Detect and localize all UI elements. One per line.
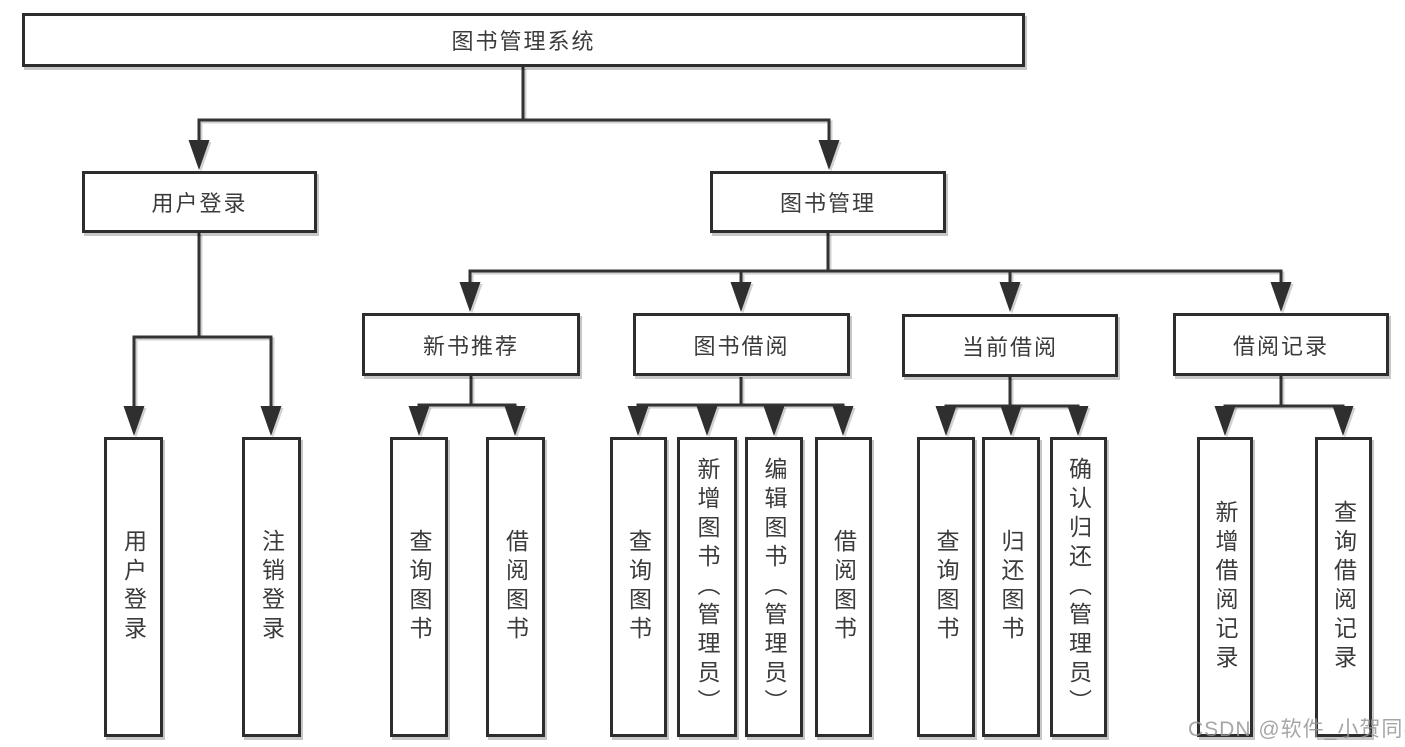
- leaf-borrowing-add-books-admin: 新增图书（管理员）: [677, 437, 737, 737]
- leaf-records-query-record: 查询借阅记录: [1315, 437, 1372, 737]
- node-current-borrowing: 当前借阅: [902, 314, 1118, 377]
- leaf-logout: 注销登录: [242, 437, 301, 737]
- leaf-newbooks-borrow-books: 借阅图书: [486, 437, 545, 737]
- arrow-icon: [627, 406, 649, 436]
- connector-user-login-to-leaves: [132, 233, 273, 412]
- node-book-management: 图书管理: [710, 171, 946, 233]
- arrow-icon: [1270, 282, 1292, 312]
- leaf-current-query-books: 查询图书: [917, 437, 975, 737]
- leaf-current-return-books: 归还图书: [982, 437, 1040, 737]
- arrow-icon: [260, 406, 282, 436]
- arrow-icon: [408, 406, 430, 436]
- node-root-system: 图书管理系统: [22, 13, 1025, 67]
- node-borrowing-records: 借阅记录: [1173, 313, 1389, 376]
- arrow-icon: [999, 282, 1021, 312]
- connector-root-to-level2: [197, 67, 831, 146]
- connector-current-borrow-to-leaves: [944, 377, 1080, 412]
- arrow-icon: [504, 406, 526, 436]
- leaf-user-login: 用户登录: [104, 437, 163, 737]
- arrow-icon: [188, 140, 210, 170]
- arrow-icon: [123, 406, 145, 436]
- connector-book-borrow-to-leaves: [636, 377, 845, 412]
- arrow-icon: [1332, 406, 1354, 436]
- node-new-book-recommend: 新书推荐: [362, 313, 580, 376]
- leaf-borrowing-borrow-books: 借阅图书: [815, 437, 872, 737]
- watermark-text: CSDN @软件_小贺同学: [1188, 718, 1405, 741]
- leaf-records-add-record: 新增借阅记录: [1197, 437, 1253, 737]
- leaf-current-confirm-return-admin: 确认归还（管理员）: [1050, 437, 1107, 737]
- leaf-newbooks-query-books: 查询图书: [390, 437, 448, 737]
- arrow-icon: [1067, 406, 1089, 436]
- leaf-borrowing-query-books: 查询图书: [610, 437, 667, 737]
- connector-borrow-records-to-leaves: [1223, 376, 1345, 412]
- connector-new-books-to-leaves: [417, 376, 517, 412]
- arrow-icon: [763, 406, 785, 436]
- arrow-icon: [1000, 406, 1022, 436]
- arrow-icon: [696, 406, 718, 436]
- arrow-icon: [935, 406, 957, 436]
- arrow-icon: [818, 140, 840, 170]
- node-book-borrowing: 图书借阅: [633, 313, 850, 376]
- arrow-icon: [1214, 406, 1236, 436]
- arrow-icon: [730, 282, 752, 312]
- connector-book-mgmt-to-level3: [468, 233, 1283, 288]
- arrow-icon: [832, 406, 854, 436]
- arrow-icon: [459, 282, 481, 312]
- node-user-login: 用户登录: [82, 171, 317, 233]
- leaf-borrowing-edit-books-admin: 编辑图书（管理员）: [745, 437, 803, 737]
